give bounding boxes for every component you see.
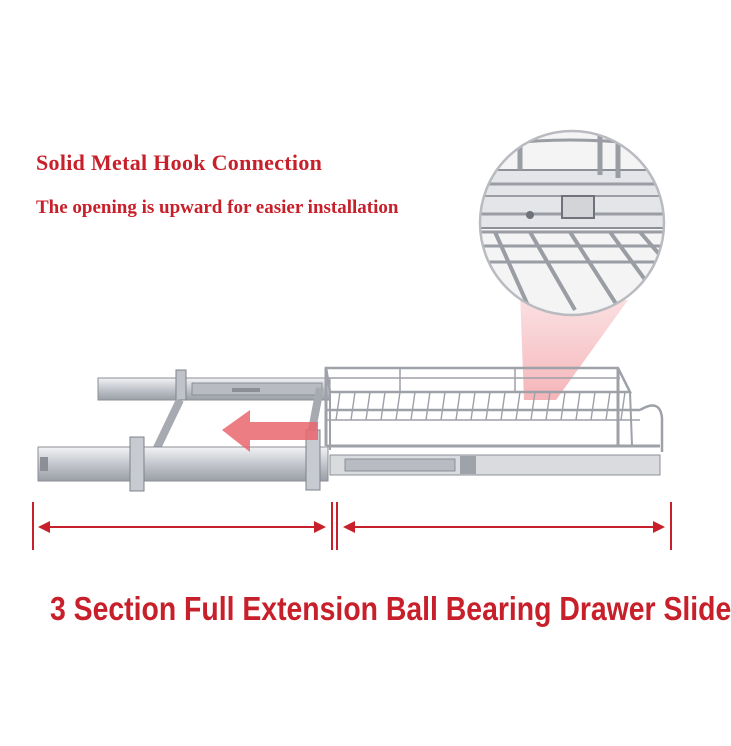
wire-basket: [324, 366, 664, 452]
feature-subtitle: The opening is upward for easier install…: [36, 197, 399, 218]
product-illustration: [32, 129, 672, 550]
product-title: 3 Section Full Extension Ball Bearing Dr…: [49, 590, 731, 627]
feature-title: Solid Metal Hook Connection: [36, 150, 323, 175]
pull-direction-arrow: [222, 410, 318, 452]
hook-detail-inset: [478, 129, 666, 317]
upper-slide-rail: [97, 369, 331, 454]
zoom-beam: [520, 292, 628, 400]
dimension-right: [336, 502, 672, 550]
lower-slide-rail: [37, 387, 661, 492]
dimension-left: [32, 502, 333, 550]
